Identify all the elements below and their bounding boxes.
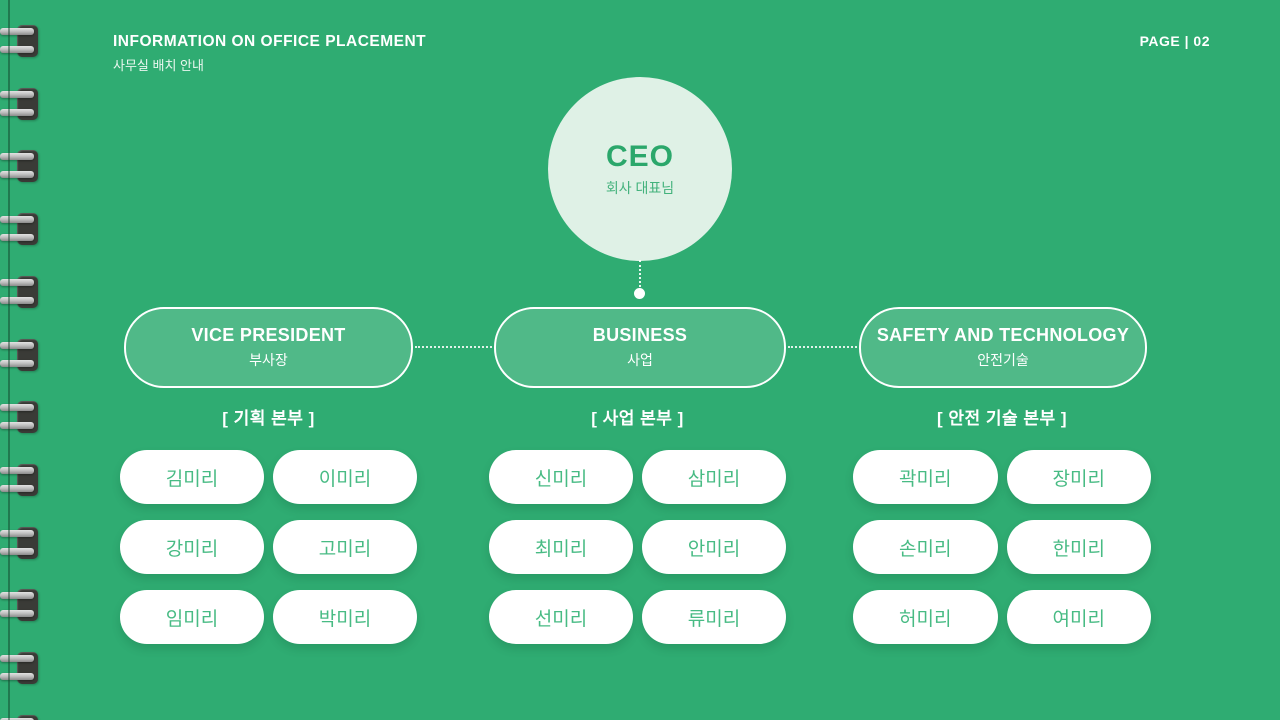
binding-wire-icon [0,484,34,492]
binding-wire-icon [0,278,34,286]
ceo-title: CEO [605,140,674,173]
ceo-subtitle: 회사 대표님 [605,180,675,196]
member-chip: 장미리 [1006,450,1151,504]
member-chip: 한미리 [1006,520,1151,574]
binding-wire-icon [0,90,34,98]
member-grid-safety: 곽미리 장미리 손미리 한미리 허미리 여미리 [853,450,1151,644]
binding-ring [0,714,40,720]
binding-wire-icon [0,108,34,116]
member-chip: 최미리 [489,520,633,574]
binding-ring [0,150,40,184]
division-label-business: [ 사업 본부 ] [591,409,684,428]
member-chip: 선미리 [489,590,633,644]
dept-name-kr: 사업 [627,352,653,368]
binding-wire-icon [0,655,34,662]
dept-box-safety-technology: SAFETY AND TECHNOLOGY 안전기술 [859,307,1147,388]
member-chip: 이미리 [273,450,417,504]
dept-box-business: BUSINESS 사업 [494,307,786,388]
connector-business-safety [788,346,857,348]
member-chip: 강미리 [120,520,264,574]
page-number: PAGE | 02 [1139,33,1210,49]
binding-wire-icon [0,171,34,179]
page-title: INFORMATION ON OFFICE PLACEMENT [113,33,427,50]
binding-ring [0,213,40,247]
member-chip: 삼미리 [642,450,786,504]
connector-dot [634,288,645,299]
binding-ring [0,401,40,435]
binding-wire-icon [0,153,34,161]
binding-ring [0,25,40,59]
binding-wire-icon [0,466,34,474]
binding-ring [0,652,40,686]
member-chip: 김미리 [120,450,264,504]
ceo-node: CEO 회사 대표님 [548,77,732,261]
member-chip: 곽미리 [853,450,998,504]
member-chip: 류미리 [642,590,786,644]
binding-wire-icon [0,216,34,224]
member-chip: 안미리 [642,520,786,574]
dept-name-kr: 안전기술 [977,352,1029,368]
page-edge-line [8,0,10,720]
binding-ring [0,589,40,623]
dept-box-vice-president: VICE PRESIDENT 부사장 [124,307,413,388]
division-label-safety: [ 안전 기술 본부 ] [936,409,1068,428]
binding-ring [0,463,40,498]
binding-ring [0,526,40,561]
dept-name-kr: 부사장 [249,352,288,368]
member-chip: 임미리 [120,590,264,644]
binding-wire-icon [0,28,34,35]
binding-wire-icon [0,673,34,680]
binding-wire-icon [0,341,34,349]
binding-slot [17,714,38,720]
binding-wire-icon [0,404,34,412]
division-label-planning: [ 기획 본부 ] [222,409,315,428]
dept-name: VICE PRESIDENT [191,325,346,345]
member-chip: 허미리 [853,590,998,644]
binding-wire-icon [0,359,34,367]
binding-wire-icon [0,422,34,430]
member-chip: 여미리 [1006,590,1151,644]
connector-vp-business [415,346,492,348]
member-chip: 신미리 [489,450,633,504]
binding-ring [0,275,40,310]
binding-wire-icon [0,529,34,537]
binding-wire-icon [0,717,34,720]
binding-wire-icon [0,547,34,555]
member-chip: 손미리 [853,520,998,574]
dept-name: SAFETY AND TECHNOLOGY [876,325,1130,345]
page-subtitle: 사무실 배치 안내 [113,58,204,73]
binding-ring [0,87,40,122]
binding-ring [0,338,40,373]
binding-wire-icon [0,46,34,53]
member-grid-business: 신미리 삼미리 최미리 안미리 선미리 류미리 [489,450,786,644]
ceo-connector-line [639,260,641,287]
member-chip: 고미리 [273,520,417,574]
binding-wire-icon [0,592,34,600]
binding-wire-icon [0,296,34,304]
binding-wire-icon [0,610,34,618]
binding-wire-icon [0,234,34,242]
dept-name: BUSINESS [592,325,688,345]
member-chip: 박미리 [273,590,417,644]
member-grid-planning: 김미리 이미리 강미리 고미리 임미리 박미리 [120,450,417,644]
